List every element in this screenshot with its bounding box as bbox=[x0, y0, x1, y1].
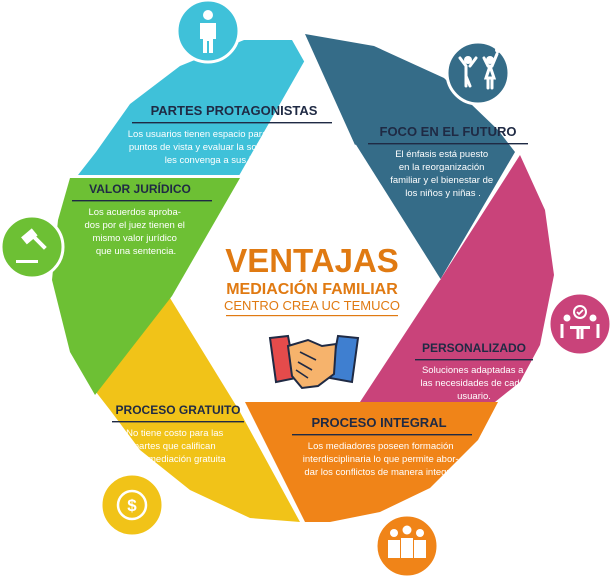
title-foco-en-el-futuro: FOCO EN EL FUTURO bbox=[380, 124, 517, 139]
center-title: VENTAJAS bbox=[225, 242, 399, 279]
body-line: para mediación gratuita bbox=[126, 454, 226, 465]
segment-valor-juridico bbox=[52, 178, 240, 395]
dollar-icon: $ bbox=[99, 472, 165, 538]
body-proceso-gratuito: No tiene costo para las partes que calif… bbox=[126, 428, 226, 465]
group-icon bbox=[374, 513, 440, 579]
body-line: El énfasis está puesto bbox=[395, 149, 488, 160]
body-partes-protagonistas: Los usuarios tienen espacio para exponer… bbox=[128, 129, 324, 166]
body-foco-en-el-futuro: El énfasis está puesto en la reorganizac… bbox=[390, 149, 496, 199]
body-line: dos por el juez tienen el bbox=[85, 220, 185, 231]
title-partes-protagonistas: PARTES PROTAGONISTAS bbox=[151, 103, 318, 118]
body-proceso-integral: Los mediadores poseen formación interdis… bbox=[303, 441, 461, 478]
body-line: Soluciones adaptadas a bbox=[422, 365, 524, 376]
body-line: usuario. bbox=[457, 391, 491, 402]
body-line: dar los conflictos de manera integral. bbox=[304, 467, 459, 478]
handshake-icon bbox=[268, 334, 360, 390]
body-line: los niños y niñas . bbox=[405, 188, 481, 199]
segment-proceso-integral bbox=[245, 402, 498, 522]
segment-personalizado bbox=[360, 155, 554, 402]
title-proceso-gratuito: PROCESO GRATUITO bbox=[116, 403, 241, 417]
body-line: Los usuarios tienen espacio para exponer… bbox=[128, 129, 322, 140]
body-line: familiar y el bienestar de bbox=[390, 175, 493, 186]
segment-foco-en-el-futuro bbox=[305, 34, 515, 280]
body-line: Los mediadores poseen formación bbox=[308, 441, 454, 452]
body-line: en la reorganización bbox=[399, 162, 485, 173]
body-line: puntos de vista y evaluar la solución qu… bbox=[129, 142, 321, 153]
gavel-icon bbox=[0, 214, 65, 280]
center-org: CENTRO CREA UC TEMUCO bbox=[224, 298, 400, 313]
body-line: las necesidades de cada bbox=[420, 378, 525, 389]
segment-partes-protagonistas bbox=[78, 40, 305, 175]
meeting-icon bbox=[547, 291, 613, 357]
person-icon bbox=[175, 0, 241, 64]
title-personalizado: PERSONALIZADO bbox=[422, 341, 526, 355]
body-line: partes que califican bbox=[134, 441, 216, 452]
body-line: Los acuerdos aproba- bbox=[88, 207, 180, 218]
svg-text:$: $ bbox=[127, 496, 137, 515]
body-line: que una sentencia. bbox=[96, 246, 176, 257]
segment-proceso-gratuito bbox=[96, 298, 300, 522]
center-subtitle: MEDIACIÓN FAMILIAR bbox=[226, 279, 398, 298]
body-line: les convenga a sus intereses bbox=[165, 155, 288, 166]
body-line: mismo valor jurídico bbox=[92, 233, 176, 244]
body-valor-juridico: Los acuerdos aproba- dos por el juez tie… bbox=[85, 207, 188, 257]
title-valor-juridico: VALOR JURÍDICO bbox=[89, 181, 191, 196]
body-personalizado: Soluciones adaptadas a las necesidades d… bbox=[420, 365, 527, 402]
body-line: interdisciplinaria lo que permite abor- bbox=[303, 454, 459, 465]
title-proceso-integral: PROCESO INTEGRAL bbox=[311, 415, 446, 430]
children-icon bbox=[445, 40, 511, 106]
body-line: No tiene costo para las bbox=[126, 428, 223, 439]
